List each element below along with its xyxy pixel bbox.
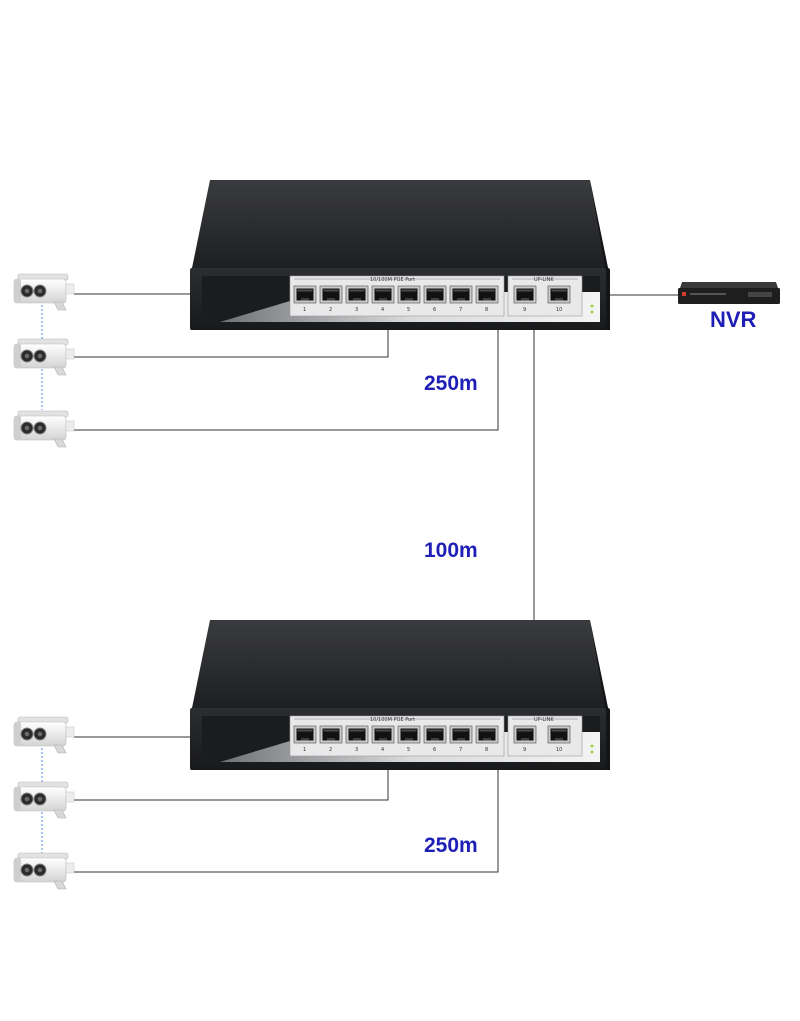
poe-switch-icon: 10/100M POE Port UP-LINK 1 2 3 4 5 6 7 8… (190, 620, 610, 770)
svg-text:3: 3 (355, 747, 358, 753)
uplink-label: UP-LINK (534, 277, 554, 283)
distance-label-middle: 100m (424, 539, 478, 562)
svg-text:10: 10 (556, 747, 562, 753)
poe-port-label: 10/100M POE Port (370, 717, 415, 723)
cable-cam3-bottom (74, 748, 499, 873)
distance-label-bottom: 250m (424, 834, 478, 857)
svg-text:4: 4 (381, 747, 384, 753)
port-number-row: 1 2 3 4 5 6 7 8 9 10 (303, 307, 562, 313)
ip-camera-icon (13, 338, 75, 376)
svg-text:1: 1 (303, 307, 306, 313)
svg-text:7: 7 (459, 747, 462, 753)
poe-switch-icon: 10/100M POE Port UP-LINK 1 2 3 4 5 6 7 8… (190, 180, 610, 330)
cable-cam3-top (74, 304, 499, 431)
ip-camera-icon (13, 410, 75, 448)
ip-camera-icon (13, 273, 75, 311)
svg-text:1: 1 (303, 747, 306, 753)
ip-camera-icon (13, 716, 75, 754)
svg-text:4: 4 (381, 307, 384, 313)
distance-label-top: 250m (424, 372, 478, 395)
svg-text:6: 6 (433, 307, 436, 313)
svg-text:2: 2 (329, 747, 332, 753)
nvr-label: NVR (710, 307, 757, 332)
svg-text:6: 6 (433, 747, 436, 753)
svg-text:7: 7 (459, 307, 462, 313)
poe-port-label: 10/100M POE Port (370, 277, 415, 283)
svg-text:2: 2 (329, 307, 332, 313)
svg-text:9: 9 (523, 747, 526, 753)
svg-text:5: 5 (407, 747, 410, 753)
svg-text:8: 8 (485, 307, 488, 313)
ip-camera-icon (13, 852, 75, 890)
cables (74, 293, 678, 873)
port-number-row: 1 2 3 4 5 6 7 8 9 10 (303, 747, 562, 753)
svg-text:3: 3 (355, 307, 358, 313)
nvr-recorder-icon (678, 282, 780, 304)
svg-text:8: 8 (485, 747, 488, 753)
svg-text:10: 10 (556, 307, 562, 313)
uplink-label: UP-LINK (534, 717, 554, 723)
svg-text:9: 9 (523, 307, 526, 313)
svg-text:5: 5 (407, 307, 410, 313)
ip-camera-icon (13, 781, 75, 819)
